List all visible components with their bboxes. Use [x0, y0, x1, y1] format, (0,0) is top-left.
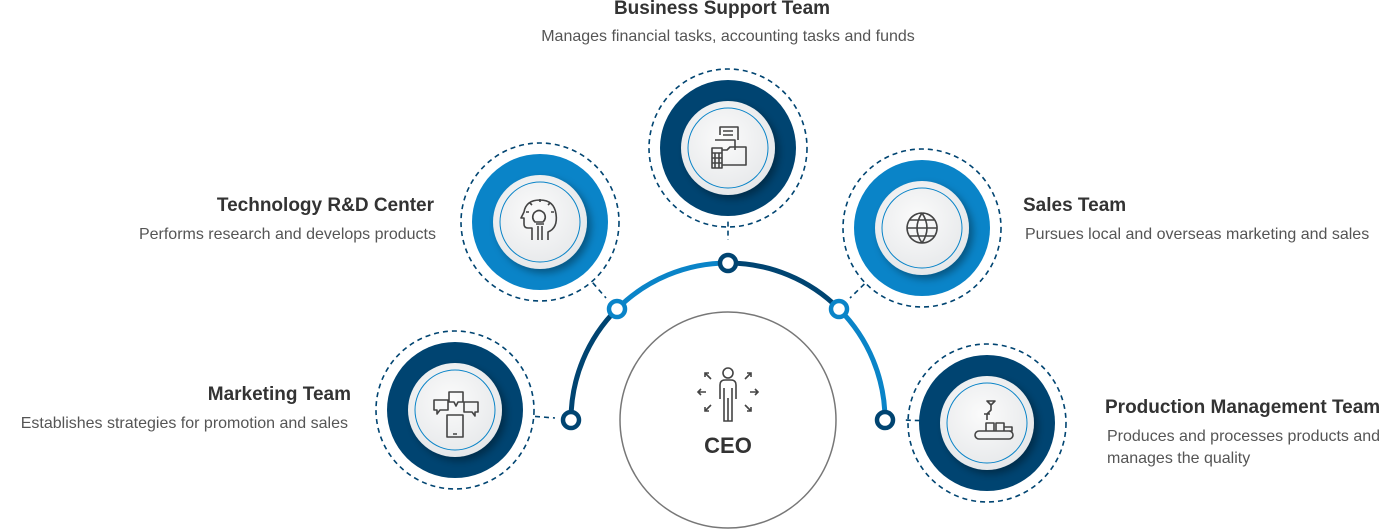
globe-network-icon [906, 212, 938, 244]
business-team-badge [648, 68, 808, 240]
tech-center-title: Technology R&D Center [216, 195, 434, 216]
inner-ring [414, 369, 496, 451]
inner-ring [881, 187, 963, 269]
marketing-team-badge [375, 330, 556, 490]
connector-node [717, 252, 739, 274]
business-team-title: Business Support Team [613, 0, 831, 19]
dashed-ring [648, 68, 808, 228]
connector-node [828, 298, 850, 320]
dashed-ring [375, 330, 535, 490]
tech-center-description: Performs research and develops products [138, 226, 436, 243]
calculator-folder-icon [711, 126, 747, 169]
connector-node [606, 298, 628, 320]
pointer-line [534, 415, 556, 419]
tech-team-badge [460, 142, 620, 302]
production-team-badge [902, 343, 1067, 503]
business-team-description: Manages financial tasks, accounting task… [541, 28, 915, 45]
dashed-ring [842, 148, 1002, 308]
sales-team-description: Pursues local and overseas marketing and… [1025, 226, 1370, 243]
connector-node [560, 409, 582, 431]
pointer-line [902, 419, 920, 422]
pointer-line [849, 283, 865, 299]
connector-node [874, 409, 896, 431]
inner-ring [499, 181, 581, 263]
inner-ring [946, 382, 1028, 464]
ceo-label: CEO [704, 433, 752, 458]
inner-disc [408, 363, 502, 457]
connector-arc [568, 260, 888, 421]
phone-chat-icon [433, 391, 479, 438]
person-arrows-icon [696, 367, 760, 422]
production-team-description: Produces and processes products and [1107, 428, 1381, 445]
pointer-line [592, 282, 607, 299]
production-team-description-line2: manages the quality [1107, 450, 1251, 467]
sales-team-badge [842, 148, 1002, 308]
marketing-team-description: Establishes strategies for promotion and… [20, 415, 348, 432]
production-team-title: Production Management Team [1105, 397, 1381, 418]
dashed-ring [460, 142, 620, 302]
head-lightbulb-icon [520, 199, 558, 240]
dashed-ring [907, 343, 1067, 503]
marketing-team-title: Marketing Team [207, 384, 351, 405]
sales-team-title: Sales Team [1023, 195, 1127, 216]
conveyor-robot-icon [974, 400, 1014, 440]
inner-ring [687, 107, 769, 189]
